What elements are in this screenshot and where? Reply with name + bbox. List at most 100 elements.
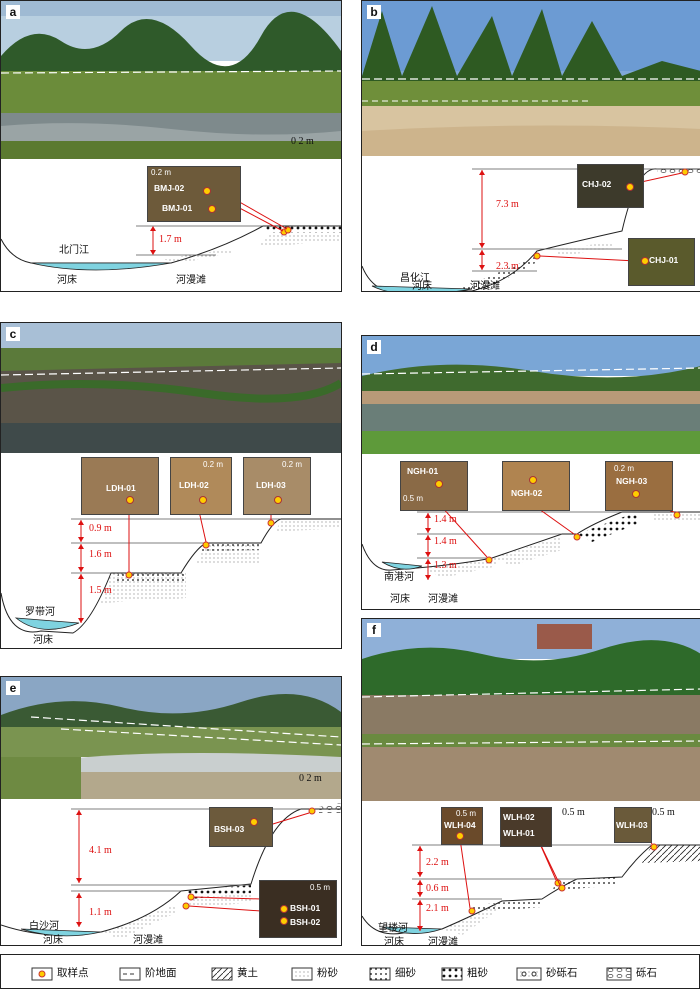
river-name: 北门江: [59, 245, 89, 256]
inset-bmj: 0.2 m BMJ-02 BMJ-01: [147, 166, 241, 222]
sandy-gravel-icon: [516, 967, 542, 981]
profile-a: [1, 186, 341, 271]
sample-label-ldh-03: LDH-03: [256, 480, 286, 490]
legend-fine-label: 细砂: [395, 968, 416, 979]
inset-wlh-03: WLH-03: [614, 807, 652, 843]
inset-wlh-02: WLH-02 WLH-01: [500, 807, 552, 847]
photo-scale: 0 2 m: [291, 136, 314, 147]
sample-dot: [529, 476, 537, 484]
coarse-sand-icon: [441, 967, 463, 981]
inset-scale: 0.5 m: [456, 809, 477, 818]
sample-label-wlh-02: WLH-02: [503, 812, 535, 822]
river-name: 昌化江: [400, 273, 430, 284]
sample-dot: [435, 480, 443, 488]
panel-a-photo: [1, 1, 341, 159]
legend-terrace-label: 阶地面: [145, 968, 177, 979]
inset-ngh-01: NGH-01 0.5 m: [400, 461, 468, 511]
river-name: 白沙河: [29, 921, 59, 932]
panel-f-photo: [362, 619, 700, 801]
riverbed-label: 河床: [384, 937, 404, 946]
panel-b: b CHJ-02 CHJ-01 7.3 m 2.3 m 昌化江: [361, 0, 700, 292]
sample-dot: [274, 496, 282, 504]
floodplain-label: 河漫滩: [428, 594, 458, 605]
legend-gravel: 砾石: [606, 965, 657, 981]
height-label: 2.2 m: [426, 857, 449, 868]
river-name: 望楼河: [378, 923, 408, 934]
panel-letter: e: [6, 681, 20, 695]
photo-scale: 0.5 m: [652, 807, 675, 818]
legend-sandy-gravel-label: 砂砾石: [546, 968, 578, 979]
sample-label-bmj-01: BMJ-01: [162, 203, 193, 213]
floodplain-label: 河漫滩: [470, 281, 500, 292]
terrace-surface-icon: [119, 967, 141, 981]
inset-scale: 0.2 m: [203, 460, 224, 469]
panel-d-photo: [362, 336, 700, 454]
sample-label-wlh-04: WLH-04: [444, 820, 476, 830]
sample-dot: [126, 496, 134, 504]
panel-c-photo: [1, 323, 341, 453]
legend-sandy-gravel: 砂砾石: [516, 965, 578, 981]
profile-e: [1, 803, 341, 939]
inset-scale: 0.2 m: [282, 460, 303, 469]
panel-c: c LDH-01 0.2 m LDH-02: [0, 322, 342, 649]
height-label: 1.4 m: [434, 536, 457, 547]
sample-label-chj-01: CHJ-01: [649, 255, 679, 265]
sample-point-icon: [31, 967, 53, 981]
sample-dot: [250, 818, 258, 826]
sample-label-chj-02: CHJ-02: [582, 179, 612, 189]
panel-letter: d: [367, 340, 381, 354]
sample-label-ldh-01: LDH-01: [106, 483, 136, 493]
sample-label-wlh-03: WLH-03: [616, 820, 648, 830]
legend-terrace: 阶地面: [119, 965, 177, 981]
sample-dot: [208, 205, 216, 213]
panel-letter: c: [6, 327, 20, 341]
height-label: 4.1 m: [89, 845, 112, 856]
profile-c: [1, 510, 341, 634]
inset-chj-01: CHJ-01: [628, 238, 695, 286]
sample-dot: [280, 917, 288, 925]
legend-sample: 取样点: [31, 965, 89, 981]
sample-label-bsh-02: BSH-02: [290, 917, 321, 927]
legend: 取样点 阶地面 黄土 粉砂 细砂 粗砂 砂砾石 砾石: [0, 954, 700, 989]
inset-bsh: 0.5 m BSH-01 BSH-02: [259, 880, 337, 938]
riverbed-label: 河床: [57, 275, 77, 286]
silt-icon: [291, 967, 313, 981]
panel-letter: b: [367, 5, 381, 19]
height-label: 0.6 m: [426, 883, 449, 894]
inset-ldh-02: 0.2 m LDH-02: [170, 457, 232, 515]
legend-fine: 细砂: [369, 965, 416, 981]
sample-label-ngh-03: NGH-03: [616, 476, 648, 486]
photo-scale: 0.5 m: [562, 807, 585, 818]
panel-f: f 0.5 m WLH-04: [361, 618, 700, 946]
river-name: 南港河: [384, 572, 414, 583]
inset-scale: 0.2 m: [151, 168, 172, 177]
height-label: 1.1 m: [89, 907, 112, 918]
height-label: 7.3 m: [496, 199, 519, 210]
sample-label-bsh-03: BSH-03: [214, 824, 245, 834]
height-label: 2.1 m: [426, 903, 449, 914]
gravel-icon: [606, 967, 632, 981]
sample-dot: [632, 490, 640, 498]
sample-label-wlh-01: WLH-01: [503, 828, 535, 838]
panel-a: a 0 2 m 0.2 m BMJ-02 BMJ-01 1.7 m 北门江 河床…: [0, 0, 342, 292]
legend-loess-label: 黄土: [237, 968, 258, 979]
panel-e-photo: [1, 677, 341, 799]
panel-d: d NGH-01 0.5 m NGH-02: [361, 335, 700, 610]
inset-chj-02: CHJ-02: [577, 164, 644, 208]
legend-loess: 黄土: [211, 965, 258, 981]
legend-sample-label: 取样点: [57, 968, 89, 979]
sample-label-ngh-01: NGH-01: [407, 466, 439, 476]
riverbed-label: 河床: [43, 935, 63, 946]
sample-dot: [199, 496, 207, 504]
legend-coarse: 粗砂: [441, 965, 488, 981]
floodplain-label: 河漫滩: [176, 275, 206, 286]
sample-dot: [456, 832, 464, 840]
riverbed-label: 河床: [412, 281, 432, 292]
inset-scale: 0.5 m: [403, 494, 424, 503]
sample-label-ngh-02: NGH-02: [511, 488, 543, 498]
riverbed-label: 河床: [33, 635, 53, 646]
inset-scale: 0.5 m: [310, 883, 331, 892]
panel-e: e 0 2 m BSH-03 0.5 m: [0, 676, 342, 946]
inset-ldh-03: 0.2 m LDH-03: [243, 457, 311, 515]
profile-d: [362, 495, 700, 580]
